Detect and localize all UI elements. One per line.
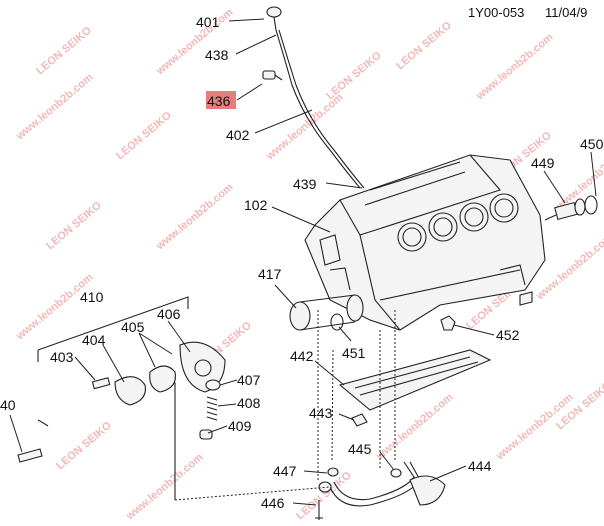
leader-lines (9, 18, 597, 506)
oil-pickup-tube (318, 461, 446, 507)
plug (440, 315, 456, 331)
label-440: 40 (0, 397, 16, 413)
watermark-site: www.leonb2b.com (473, 31, 555, 103)
oil-pump-assembly (17, 296, 226, 500)
watermark-site: www.leonb2b.com (153, 6, 235, 78)
label-443: 443 (309, 405, 333, 421)
watermark-site: www.leonb2b.com (533, 231, 604, 303)
label-436: 436 (207, 93, 231, 109)
label-102: 102 (244, 197, 268, 213)
label-401: 401 (196, 14, 220, 30)
label-445: 445 (348, 441, 372, 457)
label-402: 402 (226, 127, 250, 143)
label-406: 406 (157, 306, 181, 322)
dipstick-assembly (262, 6, 365, 189)
diagram-ref: 1Y00-053 (468, 5, 524, 20)
label-407: 407 (237, 372, 261, 388)
engine-block (304, 154, 546, 331)
label-410: 410 (80, 289, 104, 305)
seal-ring (330, 313, 344, 331)
watermark-site: www.leonb2b.com (263, 91, 345, 163)
label-449: 449 (531, 155, 555, 171)
label-442: 442 (290, 348, 314, 364)
label-452: 452 (496, 327, 520, 343)
pickup-bolt (315, 500, 323, 520)
label-408: 408 (237, 395, 261, 411)
label-451: 451 (342, 345, 366, 361)
watermark-brand: LEON SEIKO (324, 49, 384, 102)
label-405: 405 (121, 319, 145, 335)
label-444: 444 (468, 458, 492, 474)
baffle-nut (351, 413, 368, 427)
rear-plug-assembly (544, 195, 598, 221)
callout-labels: 401 438 436 402 439 102 449 450 417 410 … (0, 14, 604, 511)
label-450: 450 (580, 136, 604, 152)
watermark-brand: LEON SEIKO (34, 24, 94, 77)
oil-pan-baffle (338, 349, 492, 411)
label-438: 438 (205, 47, 229, 63)
label-417: 417 (258, 266, 282, 282)
relief-valve-parts (199, 379, 221, 440)
watermark-brand: LEON SEIKO (394, 19, 454, 72)
watermark-brand: LEON SEIKO (44, 199, 104, 252)
highlight-box (206, 91, 236, 109)
cam-sprocket (289, 294, 364, 331)
label-409: 409 (228, 418, 252, 434)
watermark-brand: LEON SEIKO (54, 419, 114, 472)
label-447: 447 (273, 463, 297, 479)
sensor (519, 291, 533, 306)
watermark-site: www.leonb2b.com (153, 181, 235, 253)
watermark-brand: LEON SEIKO (114, 109, 174, 162)
label-446: 446 (261, 495, 285, 511)
label-439: 439 (293, 176, 317, 192)
label-404: 404 (82, 332, 106, 348)
label-403: 403 (50, 349, 74, 365)
watermark-site: www.leonb2b.com (13, 71, 95, 143)
diagram-date: 11/04/9 (545, 5, 587, 20)
watermark-site: www.leonb2b.com (123, 451, 205, 523)
